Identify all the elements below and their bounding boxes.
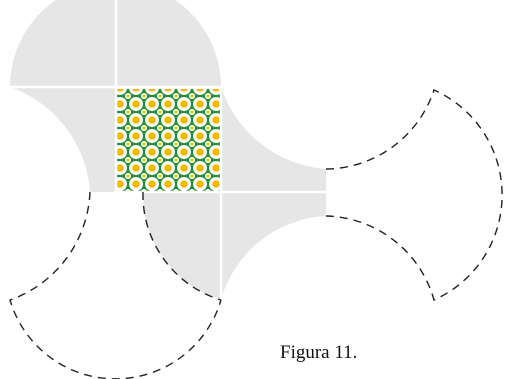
left-concave-piece	[10, 87, 116, 192]
dashed-outline-bottom-arc	[9, 191, 222, 379]
dashed-outlines	[9, 89, 503, 379]
piece-dividers	[10, 0, 326, 300]
flower-fabric-square	[116, 89, 221, 192]
figure-caption: Figura 11.	[280, 342, 358, 363]
right-concave-piece	[221, 87, 326, 192]
bottom-left-arc-piece	[142, 192, 221, 300]
dashed-outline-right-arc	[325, 89, 503, 301]
bottom-right-concave-piece	[221, 192, 326, 300]
dashed-outline-bottom-left-connector	[142, 191, 222, 301]
